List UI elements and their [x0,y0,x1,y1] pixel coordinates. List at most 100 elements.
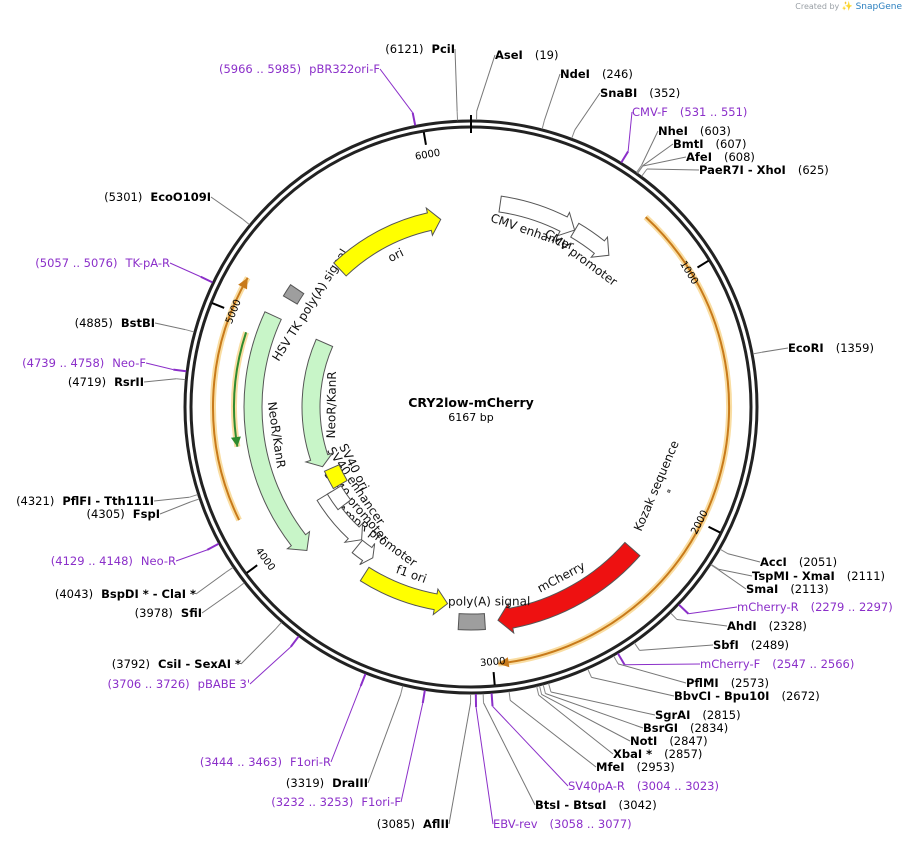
orf-arrowhead [230,436,241,447]
site-tick [359,673,367,687]
site-tick [176,378,186,381]
site-tick [710,563,719,570]
snapgene-logo-icon: ✨ [841,2,854,12]
feature-f1-ori [359,566,449,616]
site-tick [641,168,648,177]
primer-label: (5057 .. 5076)TK-pA-R [35,256,170,270]
enzyme-label: (5301)EcoO109I [104,190,211,204]
site-tick [490,693,494,707]
orf-layer [210,214,733,668]
enzyme-label: NotI(2847) [630,734,708,748]
site-tick [541,120,545,130]
site-tick [400,685,404,695]
enzyme-label: PflMI(2573) [686,676,769,690]
site-tick [242,218,250,226]
tick-mark [246,564,258,574]
feature-cmv-enhancer [498,195,576,237]
site-leader [175,549,208,562]
feature-label: Kozak sequence [631,439,682,534]
site-leader [574,92,601,131]
site-leader [717,569,747,590]
site-leader [159,501,191,515]
enzyme-label: (4885)BstBI [75,316,155,330]
enzyme-label: BmtI(607) [673,137,746,151]
snapgene-credit: Created by ✨ SnapGene [795,2,902,12]
primer-label: SV40pA-R(3004 .. 3023) [568,779,719,793]
site-leader [201,587,238,614]
enzyme-label: (4043)BspDI * - ClaI * [55,587,196,601]
enzyme-label: EcoRI(1359) [788,341,874,355]
feature-ori [333,206,442,277]
site-leader [543,73,561,121]
enzyme-label: (4719)RsrII [68,375,144,389]
site-tick [411,112,417,126]
site-leader [718,568,753,577]
orf-arc [498,216,731,665]
orf-arrowhead [238,277,248,290]
enzyme-label: (3085)AflII [377,817,449,831]
site-leader [249,646,292,685]
tick-mark [696,259,710,269]
site-tick [548,683,552,693]
site-leader [627,111,633,152]
site-leader [475,706,494,825]
site-tick [752,351,762,355]
enzyme-label: (3978)SfiI [135,606,202,620]
credit-brand: SnapGene [855,2,902,12]
feature-ampr-promoter [351,539,376,566]
site-tick [188,494,198,498]
site-tick [539,685,543,695]
primer-label: mCherry-F(2547 .. 2566) [700,657,854,671]
site-leader [639,644,714,651]
enzyme-label: NheI(603) [658,124,731,138]
site-tick [613,655,619,665]
enzyme-label: SnaBI(352) [600,86,680,100]
site-leader [195,572,226,595]
enzyme-label: TspMI - XmaI(2111) [752,569,885,583]
enzyme-label: XbaI *(2857) [613,747,702,761]
site-tick [620,150,629,164]
site-leader [550,691,656,716]
enzyme-label: (3319)DraIII [286,776,368,790]
tick-label: 6000 [414,148,441,163]
feature-sv40-poly-a-signal [457,613,486,631]
site-leader [448,702,472,825]
site-tick [289,635,300,648]
site-tick [719,548,729,555]
site-leader [145,362,174,371]
site-leader [400,702,424,803]
site-leader [367,694,402,784]
site-tick [670,612,678,620]
site-tick [636,164,643,173]
site-leader [624,663,701,666]
enzyme-label: (3792)CsiI - SexAI * [112,657,241,671]
site-tick [206,542,220,551]
site-leader [642,156,687,167]
enzyme-label: SgrAI(2815) [655,708,741,722]
primer-label: (5966 .. 5985)pBR322ori-F [219,62,380,76]
site-leader [492,705,569,787]
enzyme-label: AseI(19) [495,48,558,62]
site-leader [688,606,738,615]
enzyme-label: NdeI(246) [560,67,633,81]
primer-label: CMV-F(531 .. 551) [632,105,747,119]
feature-neor-kanr [301,338,334,468]
site-leader [617,663,687,684]
site-tick [536,686,540,696]
tick-label: 2000 [689,509,710,537]
site-leader [591,676,675,697]
site-leader [476,54,496,112]
site-leader [727,553,761,563]
enzyme-label: SmaI(2113) [746,582,829,596]
site-leader [483,702,536,806]
site-tick [542,684,546,694]
enzyme-label: AfeI(608) [686,150,755,164]
tick-mark [708,525,721,534]
tick-mark [422,131,427,146]
primer-label: (3444 .. 3463)F1ori-R [200,755,331,769]
site-tick [633,642,640,651]
site-tick [508,691,511,701]
site-leader [154,322,186,331]
site-leader [330,685,362,763]
site-tick [173,368,187,373]
